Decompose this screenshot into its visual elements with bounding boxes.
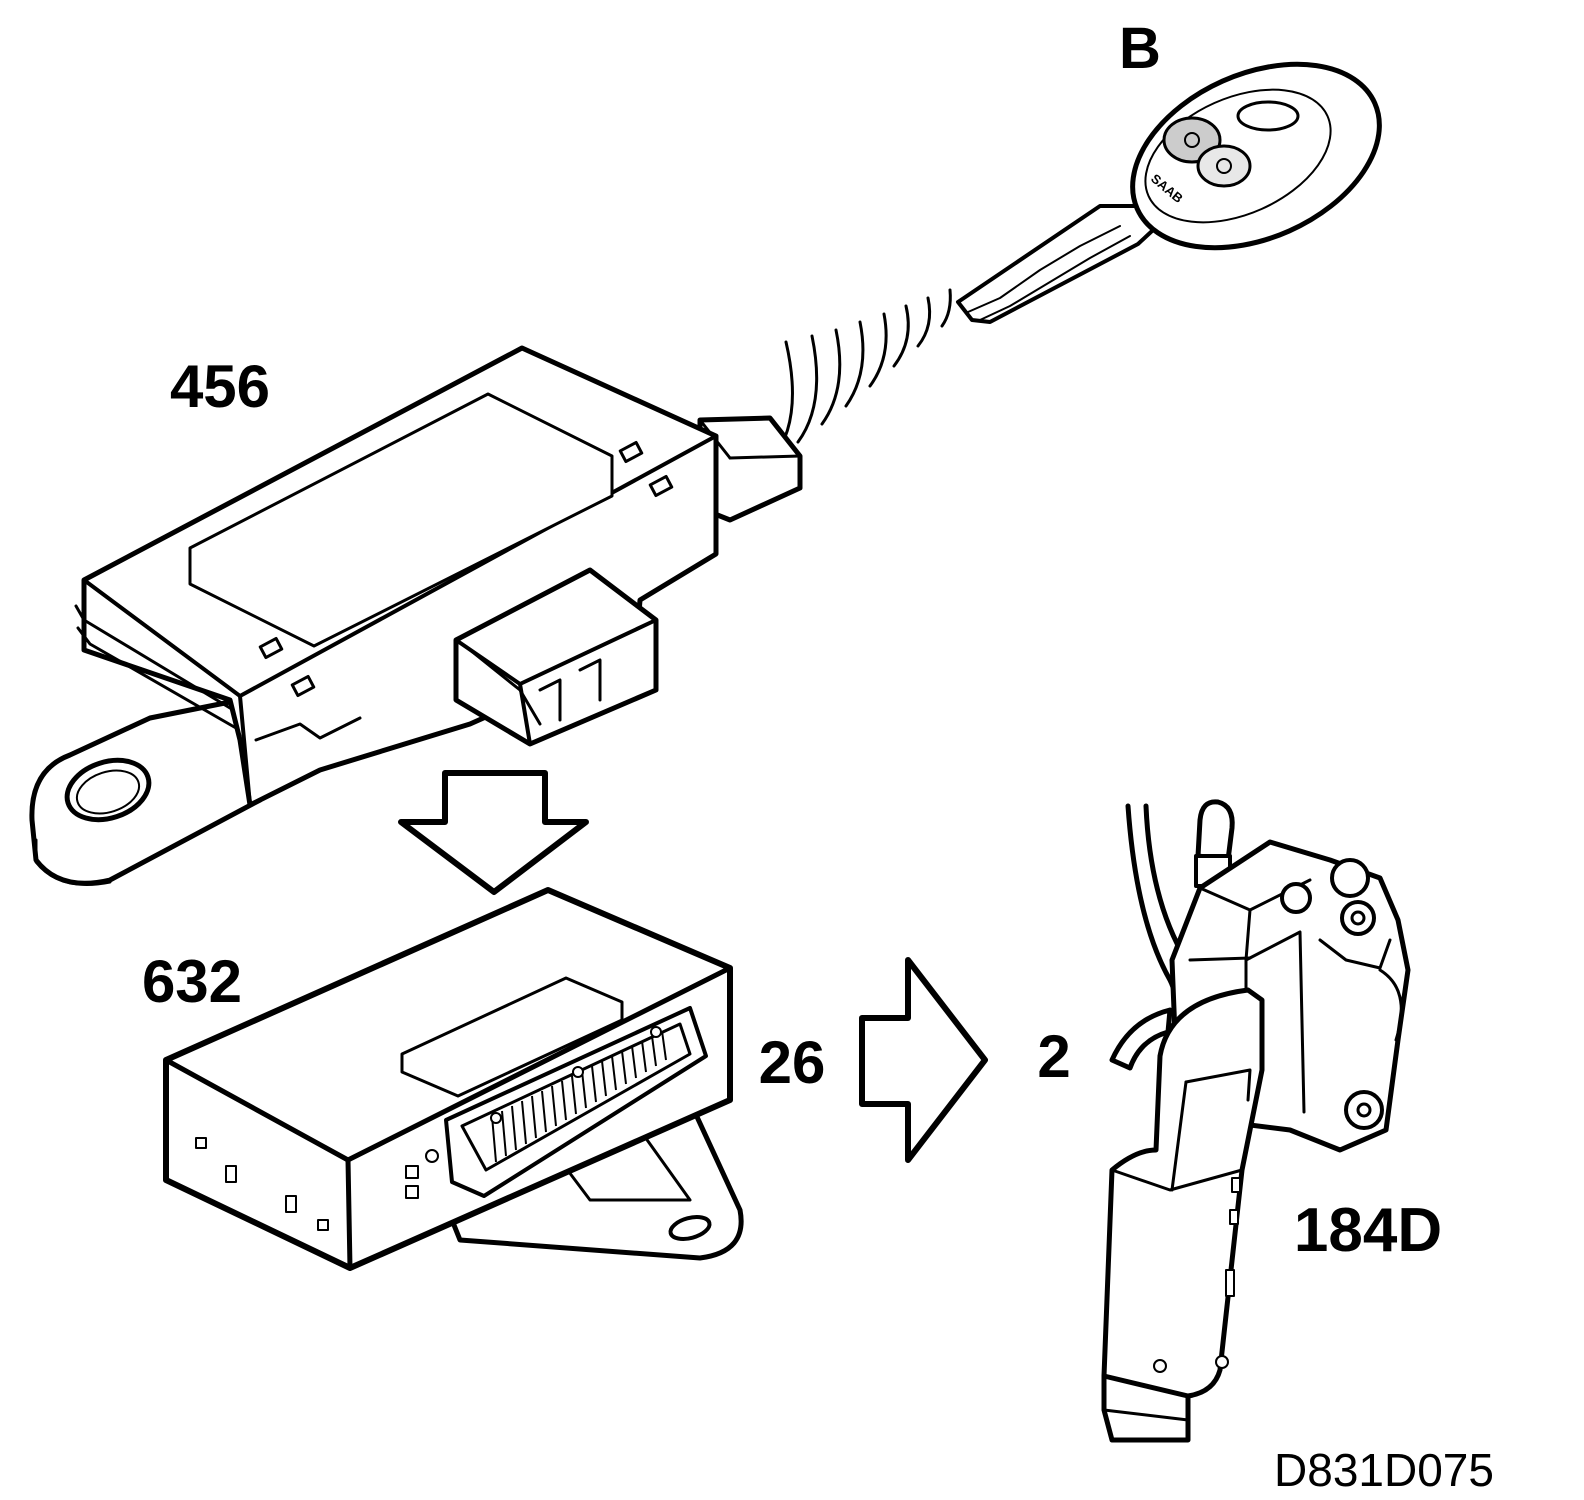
label-key: B bbox=[1119, 16, 1161, 81]
lock-actuator-illustration bbox=[1101, 799, 1411, 1443]
down-arrow-icon bbox=[398, 770, 589, 895]
label-module: 632 bbox=[142, 948, 242, 1015]
label-connector-pins: 26 bbox=[759, 1029, 826, 1096]
label-receiver: 456 bbox=[170, 353, 270, 420]
control-module-illustration bbox=[163, 887, 744, 1271]
reference-code: D831D075 bbox=[1274, 1444, 1494, 1496]
right-arrow-icon bbox=[859, 957, 988, 1163]
receiver-module-illustration bbox=[29, 345, 803, 886]
radio-signal-waves bbox=[770, 288, 952, 462]
label-lock: 184D bbox=[1294, 1196, 1442, 1265]
key-fob-illustration: SAAB bbox=[956, 61, 1382, 324]
unlock-button-icon bbox=[1196, 144, 1252, 188]
label-lock-pin: 2 bbox=[1037, 1023, 1070, 1090]
trunk-button-icon bbox=[1236, 100, 1300, 132]
